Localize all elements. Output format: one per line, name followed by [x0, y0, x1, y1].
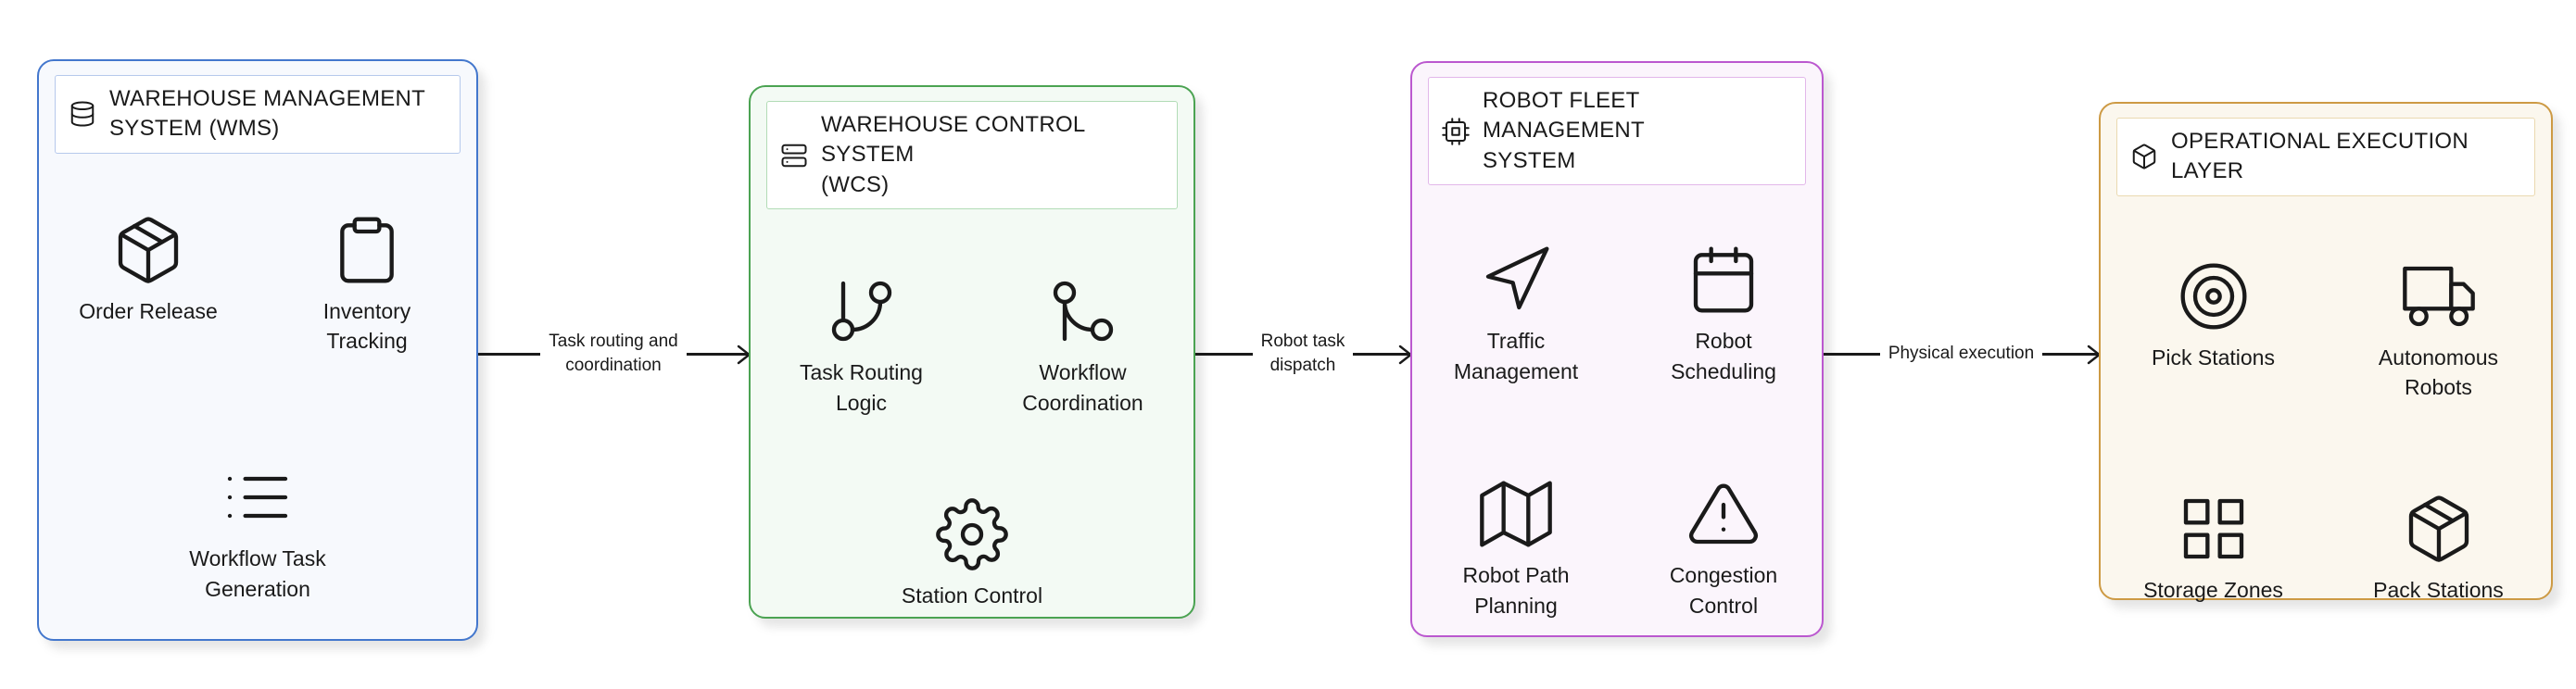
node-workflow-coordination: Workflow Coordination — [979, 274, 1187, 418]
wcs-items: Task Routing Logic Workflow Coordination… — [751, 274, 1193, 611]
arrow-line — [1353, 344, 1412, 364]
arrow-label: Task routing and coordination — [549, 332, 678, 375]
node-label: Traffic Management — [1453, 329, 1579, 383]
calendar-icon — [1693, 246, 1754, 313]
node-label: Pack Stations — [2373, 578, 2504, 603]
node-workflow-task-generation: Workflow Task Generation — [154, 460, 361, 604]
node-label: Robot Scheduling — [1671, 329, 1776, 383]
node-station-control: Station Control — [868, 497, 1076, 611]
arrow-label: Robot task dispatch — [1260, 332, 1345, 375]
system-header-oel: OPERATIONAL EXECUTION LAYER — [2116, 118, 2535, 196]
gear-icon — [936, 498, 1008, 571]
git-branch-icon — [831, 282, 891, 342]
flow-arrow-rfms-to-oel: Physical execution — [1824, 317, 2101, 391]
node-storage-zones: Storage Zones — [2110, 492, 2317, 606]
node-label: Autonomous Robots — [2378, 344, 2499, 400]
arrow-line — [2042, 344, 2101, 364]
arrow-line — [1824, 352, 1880, 356]
system-header-rfms: ROBOT FLEET MANAGEMENT SYSTEM — [1428, 77, 1806, 186]
system-title: OPERATIONAL EXECUTION LAYER — [2171, 129, 2469, 184]
node-label: Robot Path Planning — [1462, 563, 1570, 619]
node-order-release: Order Release — [44, 213, 252, 357]
node-robot-scheduling: Robot Scheduling — [1620, 243, 1827, 386]
system-title: ROBOT FLEET MANAGEMENT SYSTEM — [1483, 88, 1646, 173]
system-header-wcs: WAREHOUSE CONTROL SYSTEM (WCS) — [766, 101, 1178, 210]
arrow-line — [478, 352, 541, 356]
list-icon — [227, 476, 288, 519]
node-pack-stations: Pack Stations — [2335, 492, 2543, 606]
cpu-icon — [1442, 117, 1470, 145]
rfms-items: Traffic Management Robot Scheduling Robo… — [1412, 243, 1822, 621]
system-title: WAREHOUSE CONTROL SYSTEM (WCS) — [821, 112, 1085, 197]
system-box-wms: WAREHOUSE MANAGEMENT SYSTEM (WMS) Order … — [37, 59, 478, 641]
node-task-routing-logic: Task Routing Logic — [758, 274, 966, 418]
node-label: Storage Zones — [2143, 578, 2283, 603]
map-icon — [1480, 481, 1552, 547]
arrow-line — [686, 344, 751, 364]
system-box-wcs: WAREHOUSE CONTROL SYSTEM (WCS) Task Rout… — [749, 85, 1195, 619]
grid-icon — [2183, 498, 2243, 559]
truck-icon — [2402, 266, 2475, 326]
database-icon — [70, 101, 95, 127]
arrow-line — [1195, 352, 1253, 356]
node-label: Workflow Coordination — [1022, 360, 1143, 415]
node-label: Inventory Tracking — [322, 298, 411, 354]
node-label: Task Routing Logic — [800, 360, 923, 415]
node-label: Station Control — [901, 583, 1043, 608]
navigation-icon — [1485, 246, 1549, 310]
wms-items: Order Release Inventory Tracking Workflo… — [39, 213, 476, 605]
node-inventory-tracking: Inventory Tracking — [263, 213, 471, 357]
server-icon — [781, 144, 807, 167]
node-label: Congestion Control — [1669, 563, 1778, 619]
node-pick-stations: Pick Stations — [2110, 259, 2317, 403]
system-box-oel: OPERATIONAL EXECUTION LAYER Pick Station… — [2099, 102, 2553, 602]
package-icon — [118, 217, 179, 283]
node-label: Pick Stations — [2152, 344, 2275, 370]
alert-triangle-icon — [1689, 484, 1758, 545]
node-autonomous-robots: Autonomous Robots — [2335, 259, 2543, 403]
node-congestion-control: Congestion Control — [1620, 477, 1827, 620]
node-label: Workflow Task Generation — [189, 546, 326, 601]
system-box-rfms: ROBOT FLEET MANAGEMENT SYSTEM Traffic Ma… — [1410, 61, 1824, 637]
oel-items: Pick Stations Autonomous Robots Storage … — [2101, 259, 2551, 606]
system-title: WAREHOUSE MANAGEMENT SYSTEM (WMS) — [109, 86, 426, 142]
target-icon — [2180, 263, 2246, 330]
git-merge-icon — [1053, 282, 1113, 342]
flow-arrow-wcs-to-rfms: Robot task dispatch — [1195, 317, 1412, 391]
node-robot-path-planning: Robot Path Planning — [1412, 477, 1620, 620]
clipboard-icon — [340, 217, 394, 283]
box-icon — [2132, 144, 2156, 169]
node-traffic-management: Traffic Management — [1412, 243, 1620, 386]
node-label: Order Release — [79, 298, 218, 323]
system-header-wms: WAREHOUSE MANAGEMENT SYSTEM (WMS) — [55, 75, 461, 154]
package-icon — [2408, 495, 2469, 562]
flow-arrow-wms-to-wcs: Task routing and coordination — [478, 317, 751, 391]
arrow-label: Physical execution — [1888, 344, 2035, 364]
